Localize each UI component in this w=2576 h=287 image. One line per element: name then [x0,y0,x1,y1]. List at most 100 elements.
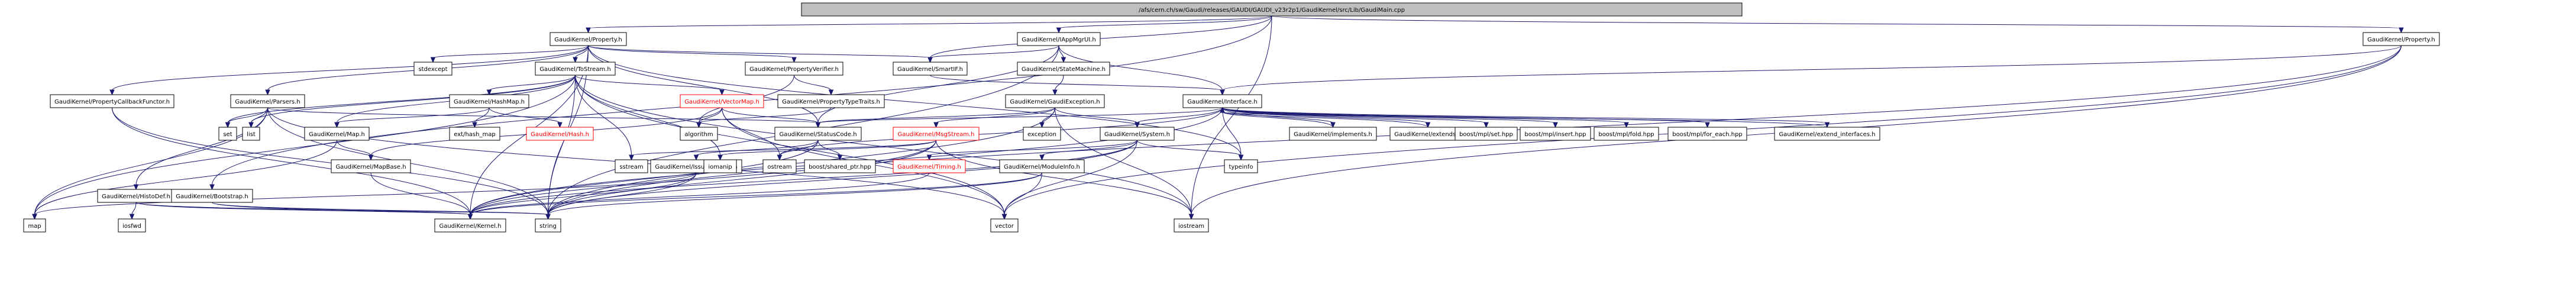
edge-issueseverity-to-map [32,172,697,220]
edge-statuscode-to-ostream [777,140,819,161]
node-hashmap[interactable]: GaudiKernel/HashMap.h [449,94,529,108]
edge-system-to-timing [926,140,1137,161]
node-extendif[interactable]: GaudiKernel/extend_interfaces.h [1774,127,1880,141]
node-box [550,32,627,46]
node-set[interactable]: set [218,127,237,141]
node-kernel[interactable]: GaudiKernel/Kernel.h [434,218,506,233]
node-propverifier[interactable]: GaudiKernel/PropertyVerifier.h [745,62,843,76]
node-sharedptr[interactable]: boost/shared_ptr.hpp [804,159,876,173]
node-callback[interactable]: GaudiKernel/PropertyCallbackFunctor.h [50,94,174,108]
edge-gaudiexc-to-msgstream [933,107,1055,128]
edge-prop1-to-smartif [588,45,933,63]
node-root: /afs/cern.ch/sw/Gaudi/releases/GAUDI/GAU… [801,2,1743,17]
node-box [680,127,718,141]
node-smartif[interactable]: GaudiKernel/SmartIF.h [893,62,968,76]
node-extends[interactable]: GaudiKernel/extends.h [1389,127,1466,141]
edge-interface-to-mplinsert [1222,107,1558,128]
node-tostream[interactable]: GaudiKernel/ToStream.h [535,62,616,76]
node-box [449,94,529,108]
node-implements[interactable]: GaudiKernel/implements.h [1289,127,1377,141]
node-moduleinfo[interactable]: GaudiKernel/ModuleInfo.h [999,159,1085,173]
edge-prop1-to-callback [109,45,589,96]
node-box [893,127,980,141]
node-mplinsert[interactable]: boost/mpl/insert.hpp [1520,127,1591,141]
node-box [434,218,506,233]
node-msgstream[interactable]: GaudiKernel/MsgStream.h [893,127,980,141]
edge-system-to-kernel [467,140,1137,220]
node-map_h[interactable]: GaudiKernel/Map.h [304,127,370,141]
node-algorithm[interactable]: algorithm [680,127,718,141]
node-mplfold[interactable]: boost/mpl/fold.hpp [1594,127,1659,141]
edge-statuscode-to-kernel [467,140,819,220]
edge-bootstrap-to-kernel [212,202,473,220]
node-typetraits[interactable]: GaudiKernel/PropertyTypeTraits.h [777,94,885,108]
edge-parsers-to-set [225,107,268,128]
node-label: GaudiKernel/GaudiException.h [1010,99,1100,105]
node-iosfwd[interactable]: iosfwd [118,218,146,233]
edge-msgstream-to-string [545,140,936,220]
node-list[interactable]: list [242,127,260,141]
node-iomanip[interactable]: iomanip [703,159,737,173]
node-label: GaudiKernel/ToStream.h [539,66,610,73]
node-statuscode[interactable]: GaudiKernel/StatusCode.h [774,127,862,141]
node-box [1182,94,1262,108]
node-box [804,159,876,173]
node-gaudiexc[interactable]: GaudiKernel/GaudiException.h [1005,94,1105,108]
node-string[interactable]: string [535,218,561,233]
node-mplforeach[interactable]: boost/mpl/for_each.hpp [1667,127,1747,141]
node-iostream[interactable]: iostream [1174,218,1209,233]
node-box [413,62,453,76]
node-sstream[interactable]: sstream [615,159,648,173]
edge-root-to-appmgr [1056,15,1272,34]
node-ostream[interactable]: ostream [762,159,797,173]
edge-hashmap-to-hash [489,107,563,128]
node-box [1289,127,1377,141]
node-system[interactable]: GaudiKernel/System.h [1100,127,1175,141]
node-parsers[interactable]: GaudiKernel/Parsers.h [230,94,305,108]
node-map[interactable]: map [23,218,46,233]
node-exception[interactable]: exception [1023,127,1061,141]
edge-prop2-to-interface [1220,45,2402,96]
node-typeinfo[interactable]: typeinfo [1224,159,1258,173]
edge-extendif-to-interface [1220,107,1828,128]
edge-hashmap-to-map_h [334,107,490,128]
node-box [774,127,862,141]
edge-interface-to-implements [1222,107,1336,128]
edge-parsers-to-statuscode [267,107,821,128]
node-mapbase[interactable]: GaudiKernel/MapBase.h [331,159,411,173]
node-prop2[interactable]: GaudiKernel/Property.h [2362,32,2440,46]
node-label: GaudiKernel/Bootstrap.h [176,194,248,200]
node-label: GaudiKernel/MsgStream.h [897,131,974,138]
node-bootstrap[interactable]: GaudiKernel/Bootstrap.h [171,189,253,203]
node-prop1[interactable]: GaudiKernel/Property.h [550,32,627,46]
node-box [218,127,237,141]
edge-moduleinfo-to-vector [1001,172,1042,220]
node-timing[interactable]: GaudiKernel/Timing.h [893,159,966,173]
node-hash[interactable]: GaudiKernel/Hash.h [526,127,594,141]
node-appmgr[interactable]: GaudiKernel/IAppMgrUI.h [1017,32,1101,46]
node-stdexcept[interactable]: stdexcept [413,62,453,76]
node-label: map [28,223,41,230]
node-label: boost/mpl/insert.hpp [1524,131,1586,138]
edge-propverifier-to-typetraits [794,75,834,96]
node-box [304,127,370,141]
node-box [171,189,253,203]
node-statemachine[interactable]: GaudiKernel/StateMachine.h [1017,62,1110,76]
edge-statemachine-to-gaudiexc [1052,75,1064,96]
node-box [745,62,843,76]
edge-gaudiexc-to-statuscode [815,107,1055,128]
edge-interface-to-extendif [1222,107,1830,128]
edge-bootstrap-to-string [212,202,551,220]
node-extmap[interactable]: ext/hash_map [449,127,500,141]
node-vectormap[interactable]: GaudiKernel/VectorMap.h [680,94,764,108]
node-label: iostream [1178,223,1204,230]
node-interface[interactable]: GaudiKernel/Interface.h [1182,94,1262,108]
node-vector[interactable]: vector [990,218,1019,233]
node-label: GaudiKernel/extend_interfaces.h [1779,131,1875,138]
node-mplset[interactable]: boost/mpl/set.hpp [1455,127,1518,141]
node-histodef[interactable]: GaudiKernel/HistoDef.h [97,189,175,203]
node-box [1005,94,1105,108]
edge-smartif-to-interface [930,75,1225,96]
node-label: GaudiKernel/Property.h [2367,37,2435,43]
